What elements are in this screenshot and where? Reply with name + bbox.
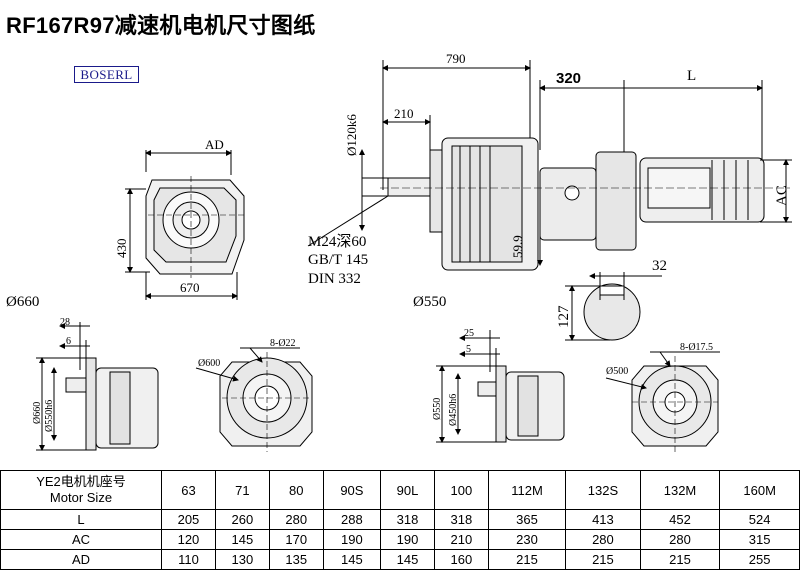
- dim-127: 127: [556, 305, 572, 328]
- table-cell: 315: [719, 529, 800, 550]
- flange-left-holes: 8-Ø22: [270, 338, 296, 349]
- flange-right-front: [605, 351, 720, 452]
- table-cell: 160: [433, 549, 489, 570]
- table-header-label: YE2电机机座号 Motor Size: [0, 470, 162, 510]
- dim-ad: AD: [205, 137, 224, 152]
- flange-left-dim-28: 28: [60, 317, 70, 328]
- size-cell: 71: [214, 470, 270, 510]
- table-cell: 130: [214, 549, 270, 570]
- table-row-ac: AC 120 145 170 190 190 210 230 280 280 3…: [0, 529, 800, 550]
- flange-right-dim-550: Ø550: [432, 398, 443, 420]
- flange-right-holes: 8-Ø17.5: [680, 342, 713, 353]
- dim-shaft-diameter: Ø120k6: [344, 114, 359, 156]
- row-label: L: [0, 509, 162, 530]
- size-cell: 112M: [487, 470, 567, 510]
- table-cell: 318: [433, 509, 489, 530]
- brand-logo: BOSERL: [74, 66, 139, 83]
- table-cell: 413: [565, 509, 641, 530]
- table-cell: 280: [268, 509, 324, 530]
- flange-left-dim-550: Ø550h6: [44, 400, 55, 432]
- table-cell: 120: [161, 529, 216, 550]
- size-cell: 90L: [380, 470, 435, 510]
- header-label-en: Motor Size: [49, 490, 113, 505]
- header-label-cn: YE2电机机座号: [36, 474, 126, 489]
- motor-size-table: YE2电机机座号 Motor Size 63 71 80 90S 90L 100…: [0, 470, 800, 570]
- table-cell: 110: [161, 549, 216, 570]
- table-row-l: L 205 260 280 288 318 318 365 413 452 52…: [0, 509, 800, 530]
- table-cell: 205: [161, 509, 216, 530]
- size-cell: 63: [161, 470, 216, 510]
- table-cell: 145: [380, 549, 435, 570]
- table-cell: 524: [719, 509, 800, 530]
- table-cell: 145: [322, 549, 382, 570]
- dim-670: 670: [180, 280, 200, 295]
- table-cell: 215: [639, 549, 721, 570]
- table-cell: 230: [487, 529, 567, 550]
- dim-320: 320: [556, 70, 581, 87]
- flange-right-dim-5: 5: [466, 344, 471, 355]
- table-cell: 190: [322, 529, 382, 550]
- flange-right-dim-500: Ø500: [606, 366, 628, 377]
- technical-drawing: AD 670 430: [6, 51, 792, 452]
- table-cell: 215: [565, 549, 641, 570]
- size-cell: 80: [268, 470, 324, 510]
- flange-left-dim-600: Ø600: [198, 358, 220, 369]
- flange-left-dim-6: 6: [66, 336, 71, 347]
- flange-left-title: Ø660: [6, 294, 39, 310]
- note-gbt: GB/T 145: [308, 252, 368, 268]
- table-cell: 288: [322, 509, 382, 530]
- page-title: RF167R97减速机电机尺寸图纸: [6, 13, 316, 38]
- table-cell: 365: [487, 509, 567, 530]
- flange-left-side: [36, 322, 159, 451]
- dim-430: 430: [114, 239, 129, 259]
- table-cell: 255: [719, 549, 800, 570]
- table-cell: 318: [380, 509, 435, 530]
- side-view: [307, 60, 792, 341]
- front-view: [125, 150, 245, 300]
- size-cell: 100: [433, 470, 489, 510]
- note-m24: M24深60: [308, 233, 366, 250]
- table-cell: 170: [268, 529, 324, 550]
- table-cell: 135: [268, 549, 324, 570]
- table-row-ad: AD 110 130 135 145 145 160 215 215 215 2…: [0, 549, 800, 570]
- row-label: AD: [0, 549, 162, 570]
- dim-790: 790: [446, 51, 466, 66]
- row-label: AC: [0, 529, 162, 550]
- size-cell: 160M: [719, 470, 800, 510]
- table-cell: 190: [380, 529, 435, 550]
- flange-left-front: [195, 347, 313, 452]
- dim-l: L: [687, 68, 696, 84]
- flange-left-dim-660: Ø660: [32, 402, 43, 424]
- flange-right-dim-450: Ø450h6: [448, 394, 459, 426]
- table-header-row: YE2电机机座号 Motor Size 63 71 80 90S 90L 100…: [0, 470, 800, 510]
- flange-right-side: [436, 330, 565, 443]
- table-cell: 280: [565, 529, 641, 550]
- table-cell: 452: [639, 509, 721, 530]
- dim-ac: AC: [774, 185, 790, 206]
- table-cell: 145: [214, 529, 270, 550]
- dim-59-9: 59.9: [510, 235, 525, 258]
- dim-32: 32: [652, 258, 667, 274]
- flange-right-title: Ø550: [413, 294, 446, 310]
- size-cell: 132S: [565, 470, 641, 510]
- table-cell: 260: [214, 509, 270, 530]
- size-cell: 132M: [639, 470, 721, 510]
- table-cell: 280: [639, 529, 721, 550]
- dim-210: 210: [394, 106, 414, 121]
- size-cell: 90S: [322, 470, 382, 510]
- table-cell: 210: [433, 529, 489, 550]
- note-din: DIN 332: [308, 271, 361, 287]
- table-cell: 215: [487, 549, 567, 570]
- flange-right-dim-25: 25: [464, 328, 474, 339]
